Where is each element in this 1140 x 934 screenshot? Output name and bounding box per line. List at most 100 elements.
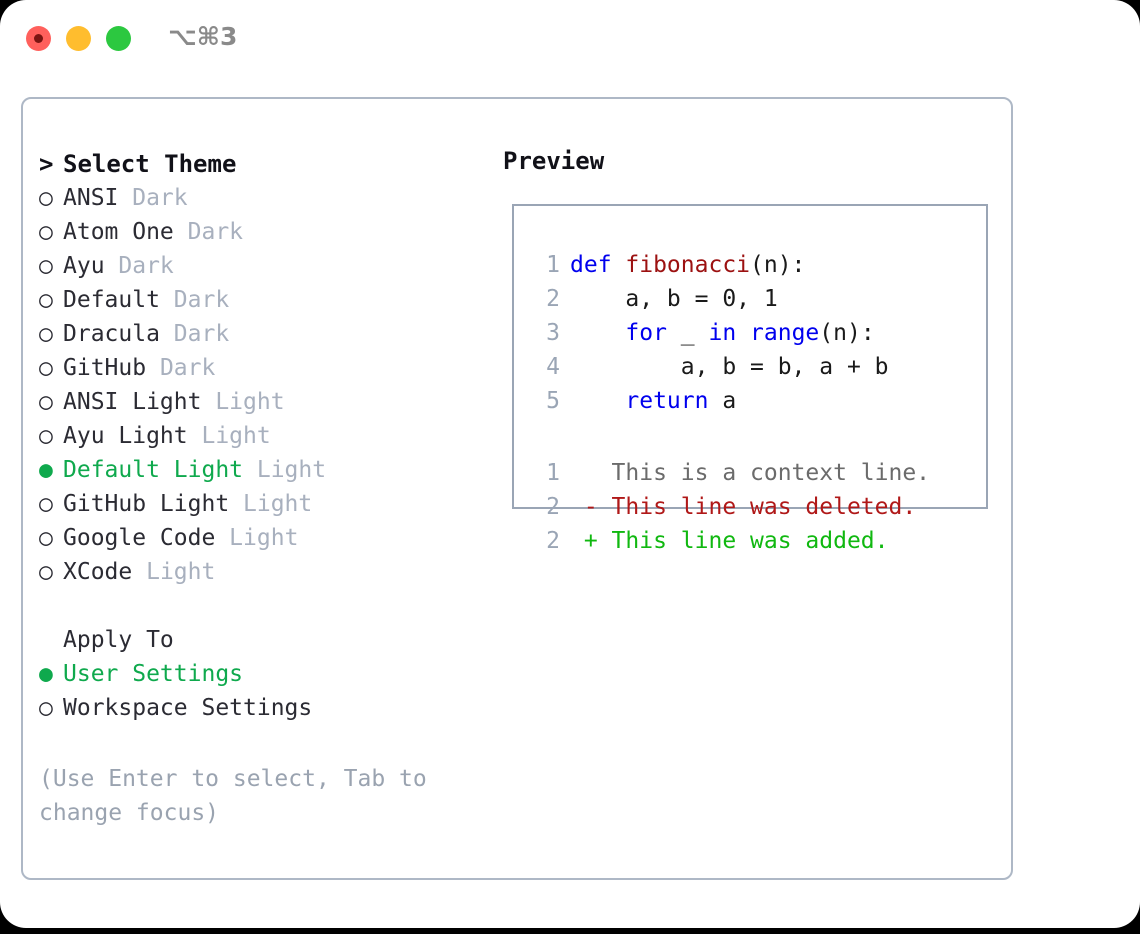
theme-selection-column: >Select Theme ○ANSI Dark○Atom One Dark○A… [39,147,479,725]
theme-variant-badge: Dark [118,185,188,211]
code-token [570,388,625,414]
theme-variant-badge: Dark [159,321,230,347]
theme-option-google-code[interactable]: ○ Google Code Light [39,521,479,555]
theme-variant-badge: Light [132,559,216,585]
theme-option-label: Default [63,287,160,313]
theme-option-ayu-light[interactable]: ○ Ayu Light Light [39,419,479,453]
theme-variant-badge: Light [201,389,285,415]
line-number: 2 [546,528,560,554]
page-title: Select Theme [63,150,237,178]
radio-unselected-icon: ○ [39,287,53,313]
radio-unselected-icon: ○ [39,355,53,381]
minimize-window-button[interactable] [66,26,91,51]
code-token: in [708,320,737,346]
theme-option-label: GitHub Light [63,491,230,517]
theme-variant-badge: Light [187,423,271,449]
theme-option-label: ANSI Light [63,389,202,415]
code-token [570,320,625,346]
code-line: 5 return a [534,384,889,418]
code-token: fibonacci [625,252,751,278]
theme-option-default[interactable]: ○ Default Dark [39,283,479,317]
theme-option-xcode[interactable]: ○XCode Light [39,555,479,589]
title-bar: ⌥⌘3 [0,0,1140,78]
theme-option-ayu[interactable]: ○ Ayu Dark [39,249,479,283]
list-spacer [39,589,479,623]
diff-line-text: - This line was deleted. [570,494,917,520]
select-theme-heading: > Select Theme [39,147,479,181]
radio-unselected-icon: ○ [39,185,53,211]
theme-option-github-light[interactable]: ○GitHub Light Light [39,487,479,521]
theme-variant-badge: Dark [104,253,174,279]
apply-to-option-list: ● User Settings ○ Workspace Settings [39,657,479,725]
radio-unselected-icon: ○ [39,219,53,245]
theme-option-list: ○ANSI Dark○Atom One Dark○Ayu Dark○Defaul… [39,181,479,589]
theme-option-label: Google Code [63,525,216,551]
code-token [736,320,750,346]
preview-heading: Preview [503,147,605,175]
theme-option-label: Ayu Light [63,423,188,449]
diff-sample: 1 This is a context line.2 - This line w… [534,456,930,558]
apply-to-option-workspace-settings[interactable]: ○ Workspace Settings [39,691,479,725]
radio-unselected-icon: ○ [39,321,53,347]
theme-variant-badge: Dark [159,287,230,313]
theme-option-label: XCode [63,559,133,585]
line-number: 2 [546,286,560,312]
code-line: 1 def fibonacci(n): [534,248,889,282]
radio-selected-icon: ● [39,457,53,483]
line-number: 2 [546,494,560,520]
prompt-caret-icon: > [39,150,54,178]
code-token: return [625,388,709,414]
theme-variant-badge: Light [229,491,313,517]
maximize-window-button[interactable] [106,26,131,51]
code-line: 4 a, b = b, a + b [534,350,889,384]
theme-option-atom-one[interactable]: ○Atom One Dark [39,215,479,249]
radio-unselected-icon: ○ [39,525,53,551]
apply-to-option-label: User Settings [63,661,244,687]
radio-unselected-icon: ○ [39,389,53,415]
line-number: 5 [546,388,560,414]
theme-option-github[interactable]: ○ GitHub Dark [39,351,479,385]
code-token: range [750,320,820,346]
apply-to-label: Apply To [63,627,174,653]
theme-option-label: ANSI [63,185,119,211]
theme-option-dracula[interactable]: ○ Dracula Dark [39,317,479,351]
theme-option-label: Dracula [63,321,160,347]
line-number: 1 [546,252,560,278]
code-line: 2 a, b = 0, 1 [534,282,889,316]
code-token: a, b = 0, 1 [570,286,778,312]
line-number: 4 [546,354,560,380]
radio-unselected-icon: ○ [39,695,53,721]
theme-option-ansi[interactable]: ○ ANSI Dark [39,181,479,215]
diff-line-context: 1 This is a context line. [534,456,930,490]
code-token: (n): [750,252,806,278]
apply-to-option-user-settings[interactable]: ● User Settings [39,657,479,691]
diff-line-del: 2 - This line was deleted. [534,490,930,524]
theme-variant-badge: Dark [146,355,216,381]
code-token: a [708,388,737,414]
theme-option-label: GitHub [63,355,147,381]
diff-line-text: + This line was added. [570,528,889,554]
code-token: for [625,320,667,346]
code-token: def [570,252,626,278]
line-number: 1 [546,460,560,486]
apply-to-option-label: Workspace Settings [63,695,313,721]
code-token: a, b = b, a + b [570,354,889,380]
radio-unselected-icon: ○ [39,253,53,279]
keyboard-hint-text: (Use Enter to select, Tab to change focu… [39,766,427,826]
theme-variant-badge: Light [215,525,299,551]
close-window-button[interactable] [26,26,51,51]
code-line: 3 for _ in range(n): [534,316,889,350]
line-number: 3 [546,320,560,346]
radio-unselected-icon: ○ [39,423,53,449]
radio-selected-icon: ● [39,661,53,687]
theme-picker-panel: >Select Theme ○ANSI Dark○Atom One Dark○A… [21,97,1013,880]
theme-option-ansi-light[interactable]: ○ ANSI Light Light [39,385,479,419]
keyboard-shortcut-label: ⌥⌘3 [168,22,238,51]
theme-option-label: Ayu [63,253,105,279]
theme-option-default-light[interactable]: ●Default Light Light [39,453,479,487]
theme-variant-badge: Dark [173,219,244,245]
theme-variant-badge: Light [243,457,327,483]
